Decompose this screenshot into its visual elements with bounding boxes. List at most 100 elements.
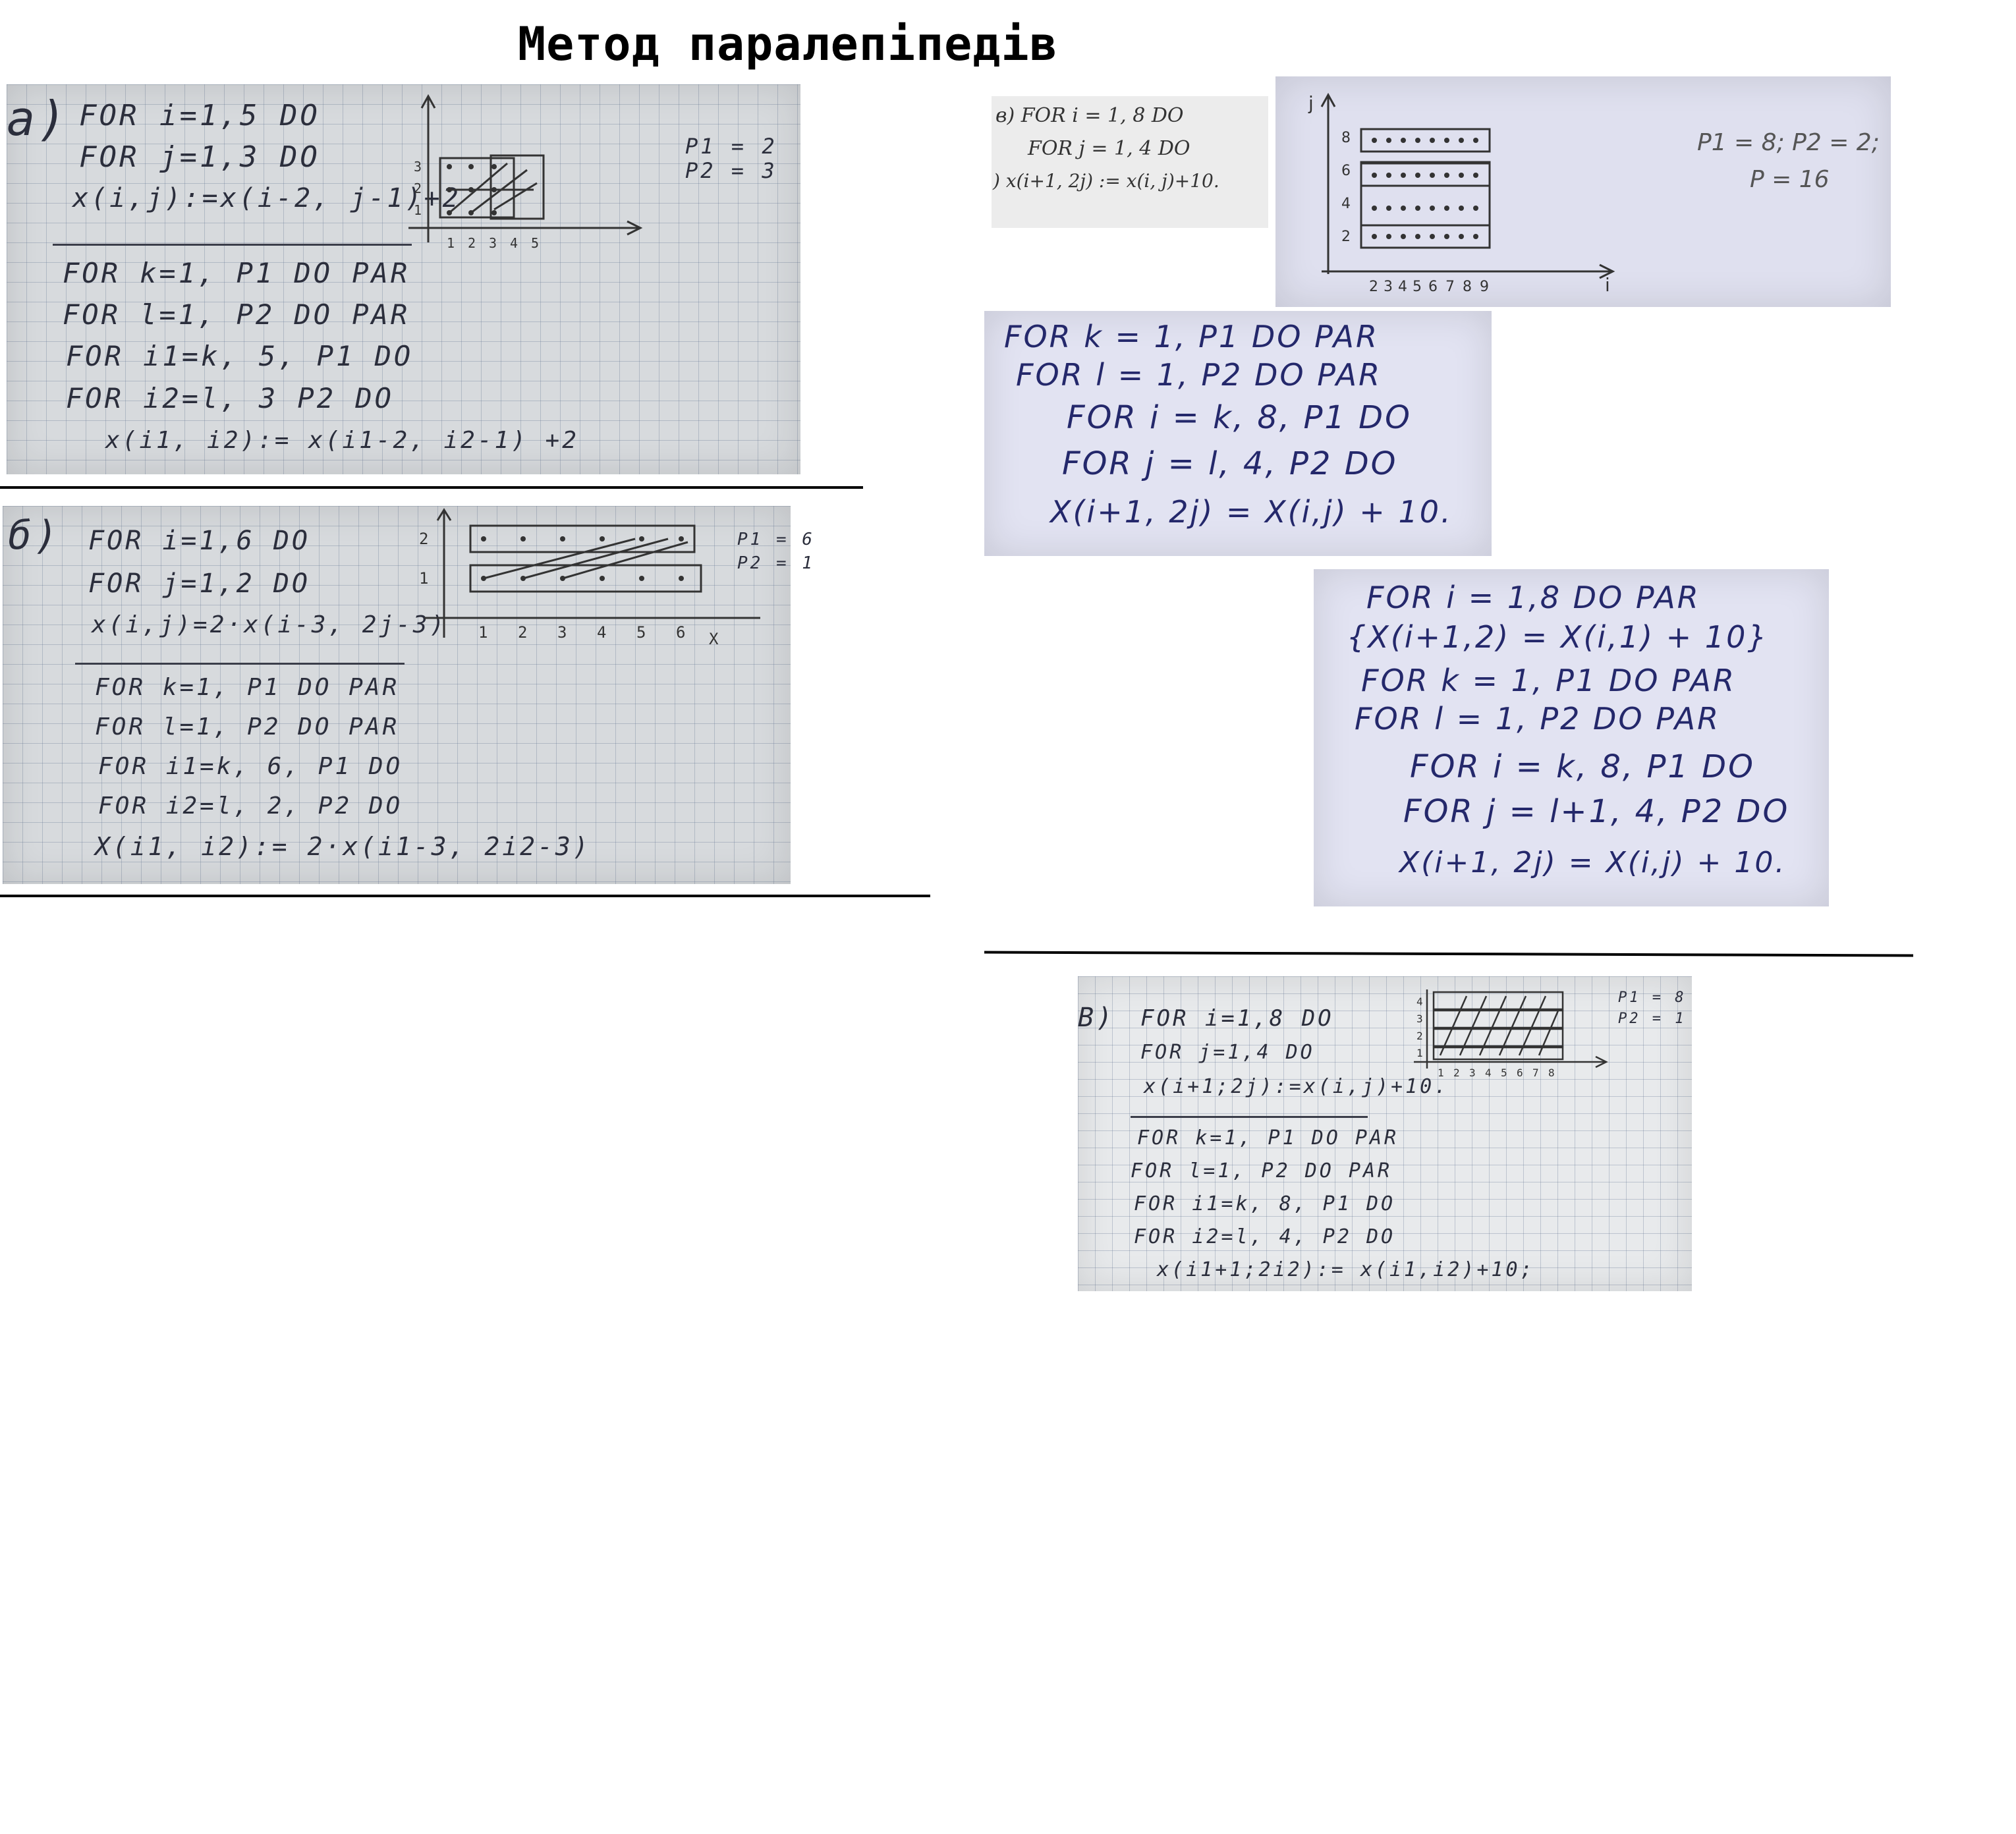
label-a: а) [7, 91, 69, 146]
x-tick: 1 [478, 623, 488, 642]
x-tick: 7 [1532, 1067, 1539, 1079]
x-tick: 2 [468, 235, 476, 251]
y-tick: 1 [1416, 1047, 1423, 1059]
par-line: FOR k = 1, P1 DO PAR [1361, 663, 1736, 698]
x-tick: 8 [1548, 1067, 1555, 1079]
par-line: FOR i2=l, 2, P2 DO [98, 792, 403, 820]
x-tick: 9 [1480, 279, 1489, 295]
separator [1131, 1116, 1368, 1118]
loop-line: FOR j=1,4 DO [1140, 1041, 1315, 1064]
loop-line: FOR i=1,5 DO [79, 99, 320, 132]
param: P2 = 1 [737, 553, 815, 573]
x-axis-label: i [1605, 274, 1610, 296]
x-tick: 2 [518, 623, 527, 642]
page-title: Метод паралепіпедів [518, 17, 1058, 71]
y-tick: 4 [1341, 196, 1351, 212]
label-b: б) [8, 513, 61, 559]
x-tick: 5 [531, 235, 539, 251]
loop-line: x(i,j)=2·x(i-3, 2j-3) [92, 611, 447, 638]
x-tick: 5 [636, 623, 646, 642]
photo-e: В) FOR i=1,8 DO FOR j=1,4 DO x(i+1;2j):=… [1078, 976, 1692, 1291]
param: P2 = 3 [685, 158, 777, 183]
par-line: FOR l=1, P2 DO PAR [1131, 1159, 1393, 1182]
x-tick: 2 [1453, 1067, 1460, 1079]
iteration-graph-b: 1 2 3 4 5 6 X 1 2 [419, 508, 760, 648]
y-tick: 6 [1341, 163, 1351, 179]
x-tick: 4 [510, 235, 518, 251]
par-line: FOR k=1, P1 DO PAR [95, 674, 400, 701]
separator [75, 663, 405, 665]
x-tick: 6 [1517, 1067, 1523, 1079]
par-line: FOR k=1, P1 DO PAR [1137, 1126, 1399, 1150]
divider [0, 486, 863, 489]
separator [53, 244, 412, 246]
par-line: FOR l=1, P2 DO PAR [63, 298, 410, 331]
par-line: X(i+1, 2j) = X(i,j) + 10. [1399, 846, 1787, 879]
x-tick: 4 [1398, 279, 1407, 295]
param: P = 16 [1750, 166, 1830, 193]
x-axis-label: X [709, 630, 719, 648]
y-tick: 3 [1416, 1013, 1423, 1025]
x-tick: 1 [447, 235, 455, 251]
par-line: FOR l = 1, P2 DO PAR [1355, 701, 1721, 736]
y-tick: 2 [414, 181, 422, 196]
photo-c: FOR k = 1, P1 DO PAR FOR l = 1, P2 DO PA… [984, 311, 1492, 556]
par-line: FOR i2=l, 4, P2 DO [1134, 1225, 1396, 1248]
par-line: FOR i1=k, 5, P1 DO [66, 340, 414, 372]
print-line: FOR j = 1, 4 DO [1028, 137, 1190, 160]
x-tick: 3 [1384, 279, 1393, 295]
x-tick: 4 [597, 623, 606, 642]
par-line: FOR i = k, 8, P1 DO [1410, 748, 1755, 785]
y-tick: 1 [419, 569, 428, 588]
par-line: FOR i1=k, 6, P1 DO [98, 753, 403, 780]
divider [984, 951, 1914, 957]
iteration-graph-e: 1 2 3 4 5 6 7 8 1 2 3 4 [1414, 989, 1608, 1079]
photo-b: б) FOR i=1,6 DO FOR j=1,2 DO x(i,j)=2·x(… [3, 506, 812, 884]
par-line: x(i1+1;2i2):= x(i1,i2)+10; [1157, 1258, 1535, 1281]
par-line: x(i1, i2):= x(i1-2, i2-1) +2 [105, 427, 579, 454]
x-tick: 6 [1428, 279, 1438, 295]
y-axis-label: j [1308, 92, 1314, 114]
param: P1 = 6 [737, 530, 815, 549]
label-e: В) [1078, 1003, 1115, 1033]
divider [0, 895, 930, 897]
par-line: {X(i+1,2) = X(i,1) + 10} [1347, 619, 1769, 655]
y-tick: 2 [419, 530, 428, 548]
photo-a: а) FOR i=1,5 DO FOR j=1,3 DO x(i,j):=x(i… [7, 84, 800, 474]
x-tick: 5 [1501, 1067, 1507, 1079]
iteration-graph-a: 1 2 3 4 5 1 2 3 [408, 94, 643, 251]
x-tick: 3 [1469, 1067, 1476, 1079]
x-tick: 1 [1438, 1067, 1444, 1079]
par-line: FOR j = l, 4, P2 DO [1062, 445, 1398, 482]
loop-line: x(i,j):=x(i-2, j-1)+2 [72, 183, 461, 213]
par-line: FOR l = 1, P2 DO PAR [1016, 357, 1382, 393]
par-line: FOR k=1, P1 DO PAR [63, 257, 410, 289]
param: P1 = 8; P2 = 2; [1697, 129, 1880, 156]
y-tick: 2 [1416, 1030, 1423, 1042]
param: P1 = 2 [685, 134, 777, 159]
x-tick: 4 [1485, 1067, 1492, 1079]
loop-line: FOR j=1,3 DO [79, 140, 320, 174]
y-tick: 4 [1416, 995, 1423, 1008]
par-line: FOR l=1, P2 DO PAR [95, 713, 400, 740]
loop-line: FOR i=1,6 DO [88, 526, 310, 556]
print-line: в) FOR i = 1, 8 DO [995, 104, 1184, 127]
photo-d: FOR i = 1,8 DO PAR {X(i+1,2) = X(i,1) + … [1314, 569, 1829, 906]
param: P1 = 8 [1618, 989, 1687, 1006]
x-tick: 5 [1413, 279, 1422, 295]
y-tick: 2 [1341, 229, 1351, 245]
y-tick: 8 [1341, 130, 1351, 146]
par-line: FOR j = l+1, 4, P2 DO [1403, 793, 1790, 830]
loop-line: FOR j=1,2 DO [88, 569, 310, 599]
loop-line: x(i+1;2j):=x(i,j)+10. [1144, 1075, 1449, 1098]
x-tick: 3 [489, 235, 497, 251]
y-tick: 3 [414, 159, 422, 175]
par-line: FOR k = 1, P1 DO PAR [1004, 319, 1379, 354]
par-line: X(i+1, 2j) = X(i,j) + 10. [1050, 494, 1453, 530]
y-tick: 1 [414, 202, 422, 218]
x-tick: 7 [1445, 279, 1455, 295]
x-tick: 6 [676, 623, 685, 642]
par-line: FOR i = k, 8, P1 DO [1067, 399, 1412, 436]
iteration-graph-v: 2 3 4 5 6 7 8 9 i 2 4 6 8 j P1 = 8; P2 =… [1308, 92, 1880, 296]
par-line: FOR i = 1,8 DO PAR [1366, 580, 1700, 615]
